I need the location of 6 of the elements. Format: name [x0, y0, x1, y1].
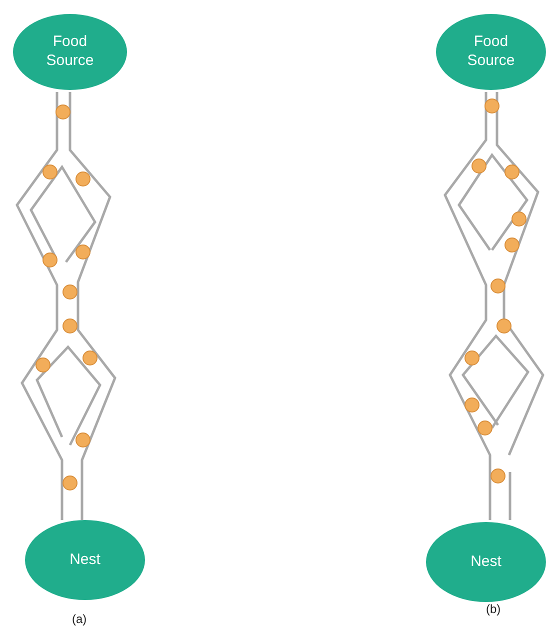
panel-label: (a)	[72, 612, 87, 626]
node-label: Food Source	[466, 33, 516, 71]
panel-label: (b)	[486, 602, 501, 616]
node-label: Food Source	[45, 33, 95, 71]
node-label: Nest	[70, 550, 100, 570]
node-label: Nest	[470, 552, 502, 572]
